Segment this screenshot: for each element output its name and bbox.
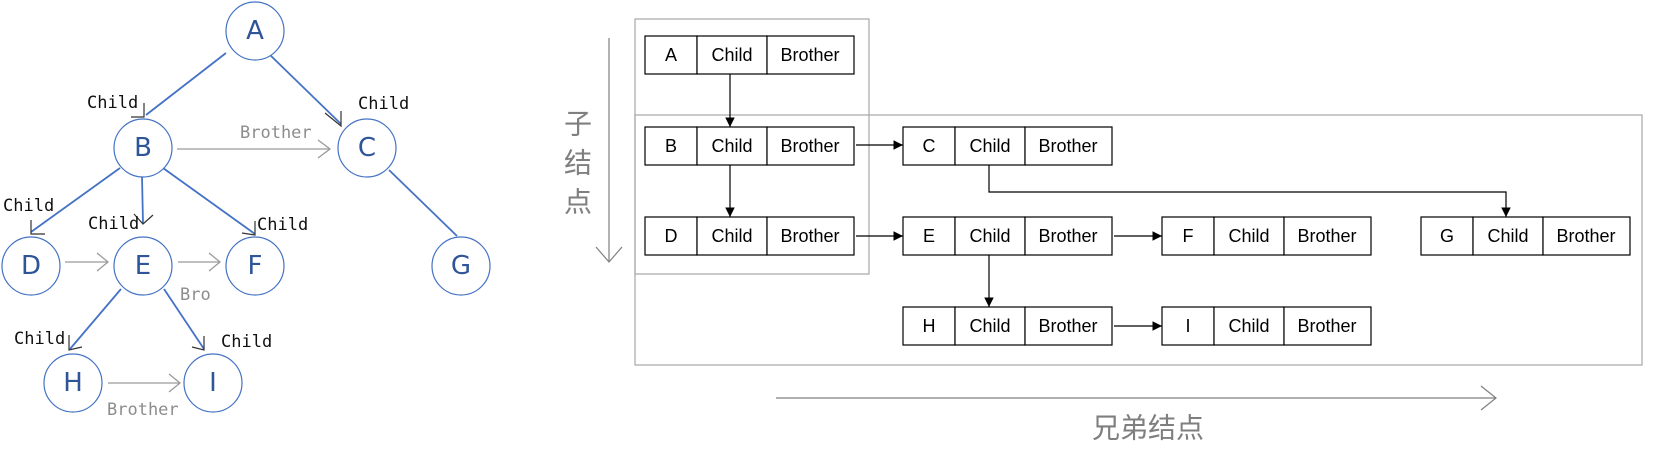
tree-node-label: D	[21, 251, 41, 281]
record-node-b: B Child Brother	[644, 126, 855, 166]
record-child-field: Child	[711, 136, 752, 156]
tree-node-label: C	[358, 133, 376, 163]
sibling-arrow-h-i	[108, 373, 182, 393]
edge-label-child: Child	[87, 93, 138, 113]
record-name: F	[1183, 226, 1194, 246]
tree-node-label: E	[135, 251, 151, 281]
arrowhead-child-i	[191, 336, 205, 351]
record-name: I	[1185, 316, 1190, 336]
tree-node-e: E	[113, 236, 173, 296]
record-node-c: C Child Brother	[902, 126, 1113, 166]
arrowhead-child-b	[131, 103, 145, 118]
tree-node-g: G	[431, 236, 491, 296]
record-brother-field: Brother	[1297, 316, 1356, 336]
edge-e-i	[163, 288, 205, 350]
record-brother-field: Brother	[1038, 136, 1097, 156]
arrowhead-child-h	[68, 335, 83, 351]
record-node-i: I Child Brother	[1161, 306, 1372, 346]
tree-node-h: H	[43, 353, 103, 413]
record-node-e: E Child Brother	[902, 216, 1113, 256]
record-name: D	[665, 226, 678, 246]
record-child-field: Child	[1487, 226, 1528, 246]
record-child-field: Child	[969, 226, 1010, 246]
record-brother-field: Brother	[1038, 316, 1097, 336]
record-brother-field: Brother	[1038, 226, 1097, 246]
arrowhead-child-e	[133, 213, 154, 225]
record-name: C	[923, 136, 936, 156]
record-child-field: Child	[1228, 316, 1269, 336]
edge-label-child: Child	[358, 94, 409, 114]
arrowhead-child-f	[241, 221, 256, 236]
tree-node-label: A	[246, 16, 264, 46]
edge-label-child: Child	[257, 215, 308, 235]
tree-diagram: A B C D E F G H	[1, 1, 491, 420]
sibling-group-frame	[634, 114, 1643, 366]
edge-e-h	[69, 288, 122, 350]
edge-label-child: Child	[3, 196, 54, 216]
record-name: A	[665, 45, 677, 65]
tree-node-label: F	[248, 251, 263, 281]
record-brother-field: Brother	[1556, 226, 1615, 246]
edge-b-e	[141, 175, 144, 225]
record-name: E	[923, 226, 935, 246]
link-c-child-to-g	[988, 163, 1511, 217]
record-node-f: F Child Brother	[1161, 216, 1372, 256]
record-node-h: H Child Brother	[902, 306, 1113, 346]
edge-a-b	[145, 52, 227, 116]
record-brother-field: Brother	[780, 45, 839, 65]
tree-node-b: B	[113, 118, 173, 178]
record-child-field: Child	[1228, 226, 1269, 246]
tree-node-label: H	[63, 368, 83, 398]
record-name: H	[923, 316, 936, 336]
tree-node-d: D	[1, 236, 61, 296]
edge-label-brother: Brother	[240, 123, 312, 143]
edge-b-f	[162, 167, 256, 235]
tree-node-i: I	[183, 353, 243, 413]
child-axis-caption-char: 子	[564, 108, 592, 141]
edge-label-bro: Bro	[180, 285, 211, 305]
arrowhead-child-d	[30, 220, 45, 235]
edge-c-g	[388, 169, 458, 237]
record-node-a: A Child Brother	[644, 35, 855, 75]
edge-label-child: Child	[221, 332, 272, 352]
tree-node-a: A	[225, 1, 285, 61]
record-node-d: D Child Brother	[644, 216, 855, 256]
child-direction-arrow	[595, 38, 623, 263]
record-brother-field: Brother	[780, 136, 839, 156]
record-name: G	[1440, 226, 1454, 246]
sibling-arrow-e-f	[178, 252, 222, 272]
record-child-field: Child	[969, 316, 1010, 336]
edge-b-d	[30, 167, 121, 233]
edge-a-c	[267, 52, 342, 125]
record-brother-field: Brother	[780, 226, 839, 246]
record-brother-field: Brother	[1297, 226, 1356, 246]
tree-node-label: G	[451, 251, 471, 281]
child-brother-structure: A Child Brother B Child Brother D Child …	[564, 18, 1643, 445]
arrowhead-child-c	[324, 111, 342, 128]
edge-label-child: Child	[88, 214, 139, 234]
child-axis-caption-char: 结	[564, 147, 592, 180]
tree-node-c: C	[337, 118, 397, 178]
sibling-arrow-d-e	[65, 252, 110, 272]
sibling-axis-caption: 兄弟结点	[1092, 412, 1204, 445]
sibling-direction-arrow	[776, 385, 1497, 411]
edge-label-child: Child	[14, 329, 65, 349]
sibling-arrow-b-c	[177, 139, 332, 159]
record-child-field: Child	[711, 226, 752, 246]
record-child-field: Child	[711, 45, 752, 65]
tree-node-label: I	[209, 368, 217, 398]
edge-label-brother: Brother	[107, 400, 179, 420]
record-name: B	[665, 136, 677, 156]
tree-node-f: F	[225, 236, 285, 296]
record-child-field: Child	[969, 136, 1010, 156]
record-node-g: G Child Brother	[1420, 216, 1631, 256]
child-axis-caption-char: 点	[564, 186, 592, 219]
tree-node-label: B	[134, 133, 152, 163]
